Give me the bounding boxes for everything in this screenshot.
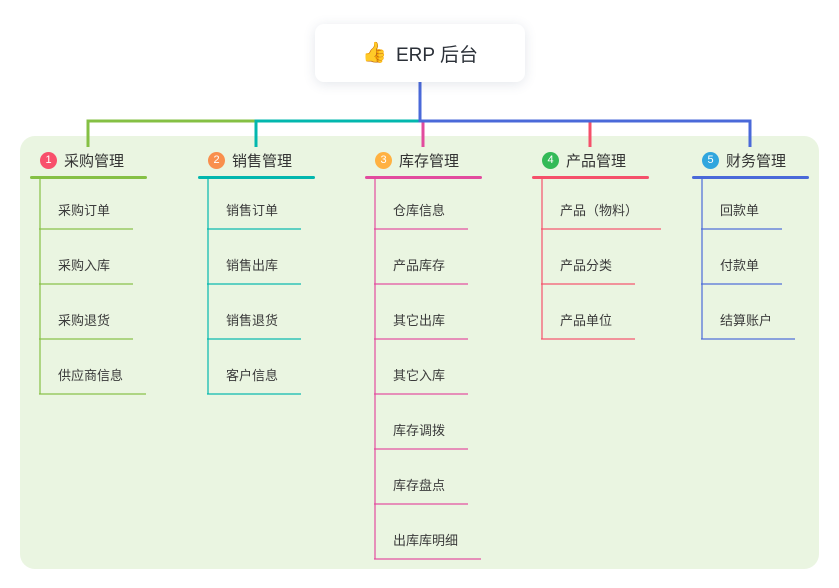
child-label: 库存调拨	[374, 420, 469, 450]
root-title: ERP 后台	[395, 44, 478, 66]
child-node[interactable]: 其它入库	[374, 365, 469, 395]
child-node[interactable]: 销售出库	[207, 255, 302, 285]
child-node[interactable]: 产品库存	[374, 255, 469, 285]
child-label: 产品分类	[541, 255, 636, 285]
child-node[interactable]: 仓库信息	[374, 200, 469, 230]
branch-child-connector	[701, 179, 703, 339]
child-node[interactable]: 产品（物料）	[541, 200, 662, 230]
branch-child-connector	[374, 179, 376, 559]
child-node[interactable]: 库存调拨	[374, 420, 469, 450]
branch-child-connector	[207, 179, 209, 394]
child-label: 结算账户	[701, 310, 796, 340]
child-node[interactable]: 客户信息	[207, 365, 302, 395]
child-node[interactable]: 销售退货	[207, 310, 302, 340]
branch-label: 产品管理	[566, 152, 627, 170]
child-node[interactable]: 其它出库	[374, 310, 469, 340]
child-label: 库存盘点	[374, 475, 469, 505]
branch-label: 销售管理	[232, 152, 293, 170]
child-label: 采购退货	[39, 310, 134, 340]
child-label: 客户信息	[207, 365, 302, 395]
child-label: 其它入库	[374, 365, 469, 395]
branch-underline	[532, 176, 649, 179]
child-node[interactable]: 供应商信息	[39, 365, 147, 395]
branch-number-badge: 3	[375, 151, 392, 169]
child-node[interactable]: 回款单	[701, 200, 783, 230]
child-node[interactable]: 付款单	[701, 255, 783, 285]
branch-underline	[365, 176, 482, 179]
background-panel	[20, 136, 819, 569]
child-label: 产品单位	[541, 310, 636, 340]
child-label: 产品（物料）	[541, 200, 662, 230]
child-label: 供应商信息	[39, 365, 147, 395]
branch-title[interactable]: 1 采购管理	[40, 148, 124, 172]
child-label: 采购订单	[39, 200, 134, 230]
child-label: 其它出库	[374, 310, 469, 340]
child-node[interactable]: 结算账户	[701, 310, 796, 340]
branch-title[interactable]: 2 销售管理	[208, 148, 292, 172]
branch-title[interactable]: 5 财务管理	[702, 148, 786, 172]
child-node[interactable]: 产品单位	[541, 310, 636, 340]
child-label: 出库库明细	[374, 530, 482, 560]
branch-label: 库存管理	[399, 152, 460, 170]
child-node[interactable]: 销售订单	[207, 200, 302, 230]
branch-title[interactable]: 4 产品管理	[542, 148, 626, 172]
branch-underline	[692, 176, 809, 179]
branch-number-badge: 5	[702, 151, 719, 169]
branch-label: 财务管理	[726, 152, 787, 170]
child-node[interactable]: 出库库明细	[374, 530, 482, 560]
child-node[interactable]: 产品分类	[541, 255, 636, 285]
branch-underline	[198, 176, 315, 179]
branch-underline	[30, 176, 147, 179]
child-label: 销售订单	[207, 200, 302, 230]
branch-child-connector	[39, 179, 41, 394]
child-label: 回款单	[701, 200, 783, 230]
child-label: 仓库信息	[374, 200, 469, 230]
child-label: 付款单	[701, 255, 783, 285]
branch-child-connector	[541, 179, 543, 339]
child-label: 销售出库	[207, 255, 302, 285]
child-node[interactable]: 采购订单	[39, 200, 134, 230]
child-label: 销售退货	[207, 310, 302, 340]
child-label: 产品库存	[374, 255, 469, 285]
branch-label: 采购管理	[64, 152, 125, 170]
branch-number-badge: 4	[542, 151, 559, 169]
branch-number-badge: 2	[208, 151, 225, 169]
child-node[interactable]: 库存盘点	[374, 475, 469, 505]
child-node[interactable]: 采购退货	[39, 310, 134, 340]
root-node[interactable]: 👍 ERP 后台	[315, 24, 525, 82]
branch-number-badge: 1	[40, 151, 57, 169]
thumbs-up-icon: 👍	[362, 42, 387, 64]
child-label: 采购入库	[39, 255, 134, 285]
child-node[interactable]: 采购入库	[39, 255, 134, 285]
branch-title[interactable]: 3 库存管理	[375, 148, 459, 172]
